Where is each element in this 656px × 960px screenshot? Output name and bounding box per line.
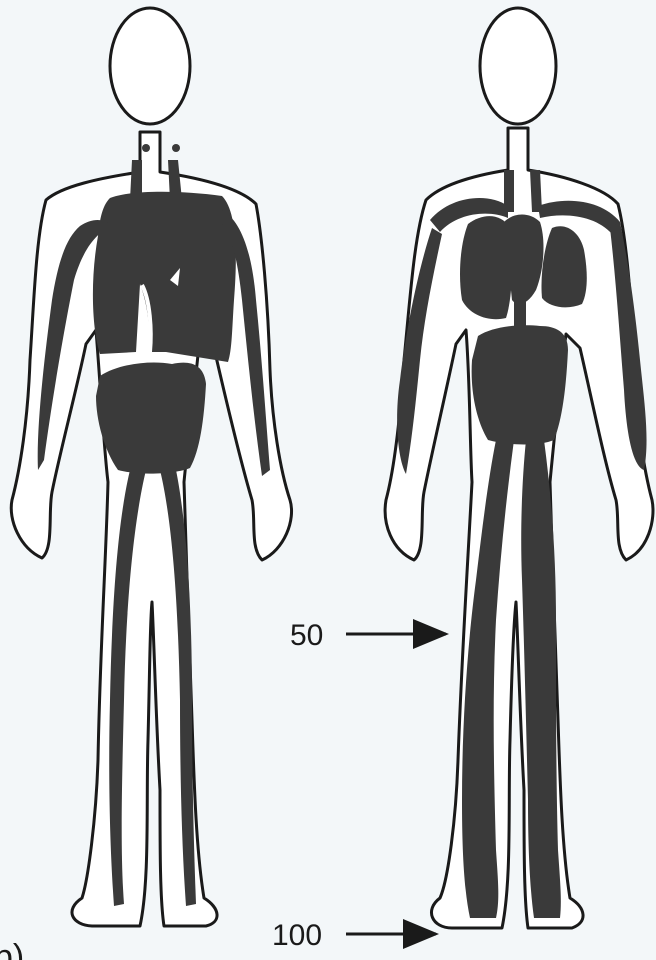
right-figure (385, 8, 653, 928)
left-figure (11, 8, 291, 926)
right-head (480, 8, 556, 124)
label-100-group: 100 (272, 919, 436, 952)
label-50-group: 50 (290, 619, 446, 652)
left-neck-dot-right (172, 144, 180, 152)
left-chest-mass (93, 192, 236, 362)
level-50-label: 50 (290, 619, 323, 652)
corner-label-fragment: b) (0, 938, 24, 960)
left-head (110, 8, 190, 124)
level-100-label: 100 (272, 919, 322, 952)
right-lung-left (460, 216, 512, 319)
left-abdomen-mass (96, 363, 206, 474)
left-neck-dot-left (142, 144, 150, 152)
right-abdomen-mass (472, 325, 568, 444)
